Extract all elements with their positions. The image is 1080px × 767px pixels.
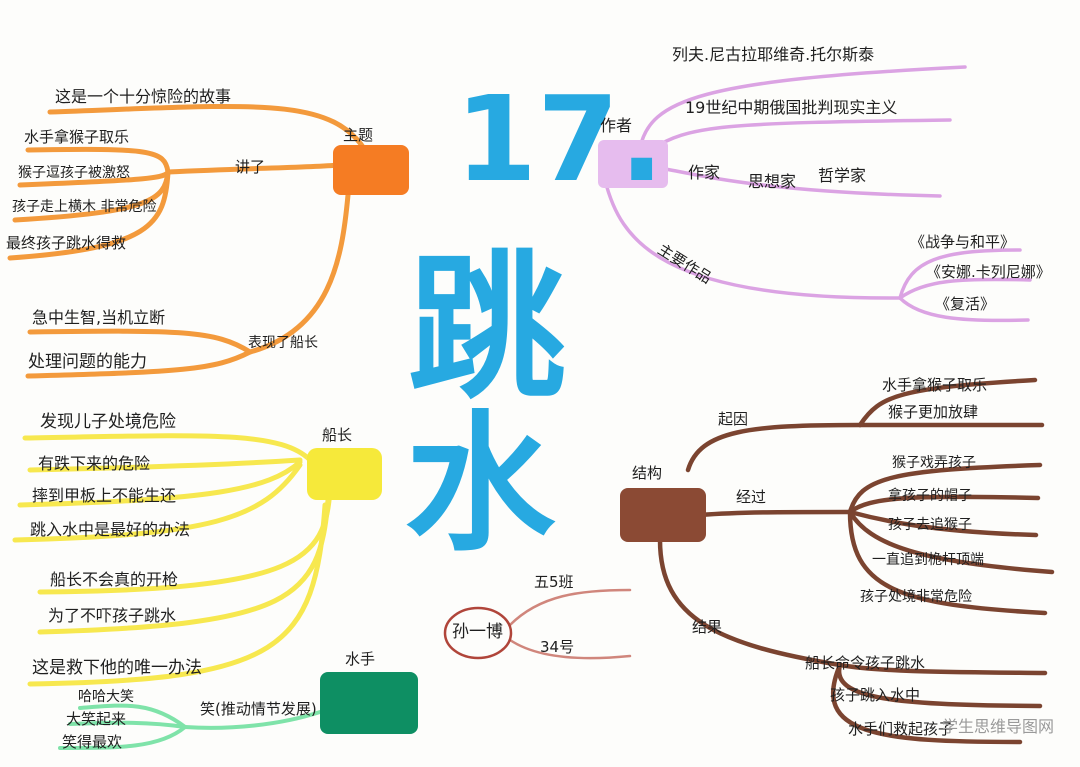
- structure-process-3: 孩子去追猴子: [888, 517, 972, 533]
- structure-node: [620, 488, 706, 542]
- sailor-branches: [58, 703, 322, 750]
- theme-tell-item-1: 水手拿猴子取乐: [24, 128, 130, 146]
- author-role-1: 作家: [688, 163, 721, 182]
- author-name: 列夫.尼古拉耶维奇.托尔斯泰: [672, 45, 875, 64]
- author-work-1: 《战争与和平》: [910, 233, 1016, 251]
- structure-process-5: 孩子处境非常危险: [860, 589, 972, 605]
- author-role-3: 哲学家: [818, 166, 867, 185]
- captain-item-3: 摔到甲板上不能生还: [32, 486, 177, 505]
- theme-tell-label: 讲了: [235, 158, 266, 176]
- sailor-laugh-3: 笑得最欢: [62, 733, 123, 751]
- title-number: 17.: [455, 70, 665, 208]
- structure-result-label: 结果: [692, 618, 723, 636]
- structure-cause-2: 猴子更加放肆: [888, 403, 979, 421]
- sailor-laugh-1: 哈哈大笑: [78, 689, 134, 705]
- captain-item-5: 船长不会真的开枪: [50, 570, 179, 589]
- author-node: [598, 140, 668, 188]
- theme-show-label: 表现了船长: [248, 335, 318, 351]
- captain-branches: [12, 433, 333, 687]
- student-branches: [508, 588, 632, 660]
- structure-process-4: 一直追到桅杆顶端: [872, 552, 984, 568]
- sailor-label: 水手: [345, 650, 376, 668]
- captain-item-4: 跳入水中是最好的办法: [30, 520, 191, 539]
- structure-process-label: 经过: [736, 488, 767, 506]
- theme-branches: [7, 103, 368, 379]
- structure-process-1: 猴子戏弄孩子: [892, 455, 976, 471]
- structure-result-3: 水手们救起孩子: [848, 720, 954, 738]
- theme-tell-item-3: 孩子走上横木 非常危险: [12, 199, 157, 215]
- captain-item-1: 发现儿子处境危险: [40, 412, 176, 432]
- title-char-1: 跳: [408, 237, 566, 421]
- theme-tell-item-4: 最终孩子跳水得救: [6, 234, 127, 252]
- structure-label: 结构: [632, 464, 663, 482]
- watermark: 学生思维导图网: [941, 717, 1054, 736]
- theme-show-item-1: 急中生智,当机立断: [32, 308, 166, 327]
- student-number: 34号: [540, 638, 575, 656]
- theme-show-item-2: 处理问题的能力: [28, 352, 147, 372]
- structure-result-1: 船长命令孩子跳水: [805, 654, 926, 672]
- student-node: [443, 606, 513, 660]
- structure-process-2: 拿孩子的帽子: [888, 488, 972, 504]
- theme-tell-item-2: 猴子逗孩子被激怒: [18, 165, 130, 181]
- author-era: 19世纪中期俄国批判现实主义: [685, 98, 898, 117]
- author-label: 作者: [600, 116, 633, 135]
- captain-label: 船长: [322, 426, 353, 444]
- sailor-laugh-label: 笑(推动情节发展): [200, 700, 317, 718]
- title-char-2: 水: [405, 398, 556, 572]
- captain-item-6: 为了不吓孩子跳水: [48, 606, 177, 625]
- author-work-3: 《复活》: [935, 295, 996, 313]
- theme-label: 主题: [343, 126, 374, 144]
- theme-node: [333, 145, 409, 195]
- theme-intro: 这是一个十分惊险的故事: [55, 87, 232, 106]
- author-work-2: 《安娜.卡列尼娜》: [926, 263, 1051, 281]
- sailor-node: [320, 672, 418, 734]
- student-class: 五5班: [534, 573, 574, 591]
- captain-node: [307, 448, 382, 500]
- structure-cause-label: 起因: [718, 410, 749, 428]
- structure-branches: [657, 377, 1055, 745]
- student-name: 孙一博: [452, 622, 503, 642]
- captain-item-2: 有跌下来的危险: [38, 454, 151, 473]
- sailor-laugh-2: 大笑起来: [66, 710, 127, 728]
- author-role-2: 思想家: [748, 172, 797, 191]
- structure-cause-1: 水手拿猴子取乐: [882, 376, 988, 394]
- structure-result-2: 孩子跳入水中: [830, 686, 921, 704]
- captain-item-7: 这是救下他的唯一办法: [32, 658, 202, 678]
